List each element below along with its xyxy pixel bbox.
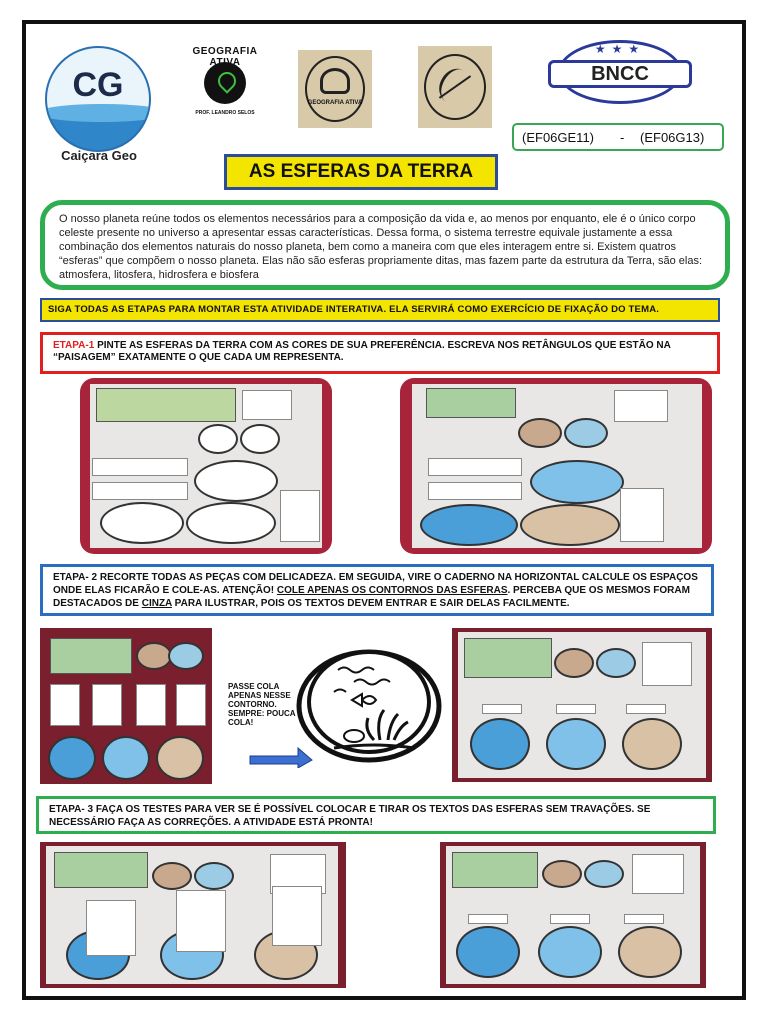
step-2-text-3: PARA ILUSTRAR, POIS OS TEXTOS DEVEM ENTR… [171,598,570,609]
cg-caption: Caiçara Geo [61,148,137,163]
step-1-text: PINTE AS ESFERAS DA TERRA COM AS CORES D… [53,340,671,363]
glue-instruction: PASSE COLA APENAS NESSE CONTORNO. SEMPRE… [228,682,296,727]
code-1: (EF06GE11) [522,130,595,145]
cacadores-stamp [418,46,492,128]
step-1-label: ETAPA-1 [53,340,95,351]
geografia-ativa-stamp: GEOGRAFIA ATIVA [298,50,372,128]
step-2-emphasis-1: COLE APENAS OS CONTORNOS DAS ESFERAS [276,585,508,596]
bncc-codes-box: (EF06GE11) - (EF06G13) [512,123,724,151]
arrow-right-icon [249,746,313,768]
stamp1-text: GEOGRAFIA ATIVA [307,100,363,106]
step-2-emphasis-2: CINZA [141,598,172,609]
caicara-geo-logo: CG [45,46,151,152]
photo-assembled-notebook [452,628,712,782]
bncc-seal: ★★★ BNCC [548,36,692,108]
page-frame [22,20,746,1000]
bncc-label: BNCC [548,60,692,88]
book-icon [320,68,350,94]
intro-paragraph: O nosso planeta reúne todos os elementos… [40,200,730,290]
page-title: AS ESFERAS DA TERRA [224,154,498,190]
code-separator: - [620,130,625,145]
photo-testing-texts [40,842,346,988]
photo-cut-pieces [40,628,212,784]
photo-notebook-colored [400,378,712,554]
photo-notebook-uncolored [80,378,332,554]
step-2-text-2: . PERCEBA QUE OS MESMOS FORAM DESTACADOS… [53,585,690,609]
location-pin-icon [204,62,246,104]
geografia-ativa-logo: GEOGRAFIA ATIVA PROF. LEANDRO SELOS [180,46,270,126]
photo-final-activity [440,842,706,988]
instructions-note: SIGA TODAS AS ETAPAS PARA MONTAR ESTA AT… [40,298,720,322]
stars-icon: ★★★ [594,42,646,56]
step-1-box: ETAPA-1 PINTE AS ESFERAS DA TERRA COM AS… [40,332,720,374]
step-3-box: ETAPA- 3 FAÇA OS TESTES PARA VER SE É PO… [36,796,716,834]
cg-logo-letters: CG [72,66,124,104]
sphere-contour-illustration [296,649,442,763]
step-2-text-1: ETAPA- 2 RECORTE TODAS AS PEÇAS COM DELI… [53,572,698,596]
code-2: (EF06G13) [640,130,705,145]
step-2-box: ETAPA- 2 RECORTE TODAS AS PEÇAS COM DELI… [40,564,714,616]
geografia-ativa-subtitle: PROF. LEANDRO SELOS [195,110,255,116]
